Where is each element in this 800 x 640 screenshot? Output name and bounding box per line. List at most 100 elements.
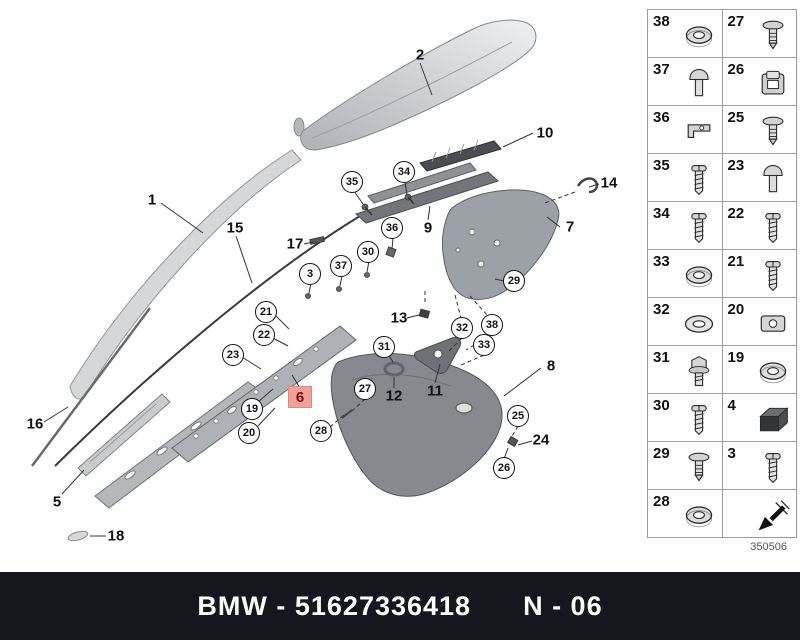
callout-25[interactable]: 25 — [507, 405, 529, 427]
legend-cell-4[interactable]: 4 — [722, 394, 797, 442]
legend-cell-37[interactable]: 37 — [648, 58, 723, 106]
legend-cell-number: 21 — [727, 253, 745, 270]
legend-cell-number: 34 — [653, 205, 670, 222]
legend-cell-33[interactable]: 33 — [648, 250, 723, 298]
callout-28[interactable]: 28 — [310, 420, 332, 442]
legend-cell-number: 37 — [653, 61, 670, 78]
legend-cell-35[interactable]: 35 — [648, 154, 723, 202]
legend-cell-number: 35 — [653, 157, 670, 174]
callout-3[interactable]: 3 — [299, 263, 321, 285]
callout-21[interactable]: 21 — [255, 301, 277, 323]
legend-cell-number: 26 — [727, 61, 745, 78]
tapping-screw-icon — [679, 402, 719, 438]
round-head-screw-icon — [753, 210, 793, 246]
callout-34[interactable]: 34 — [393, 161, 415, 183]
legend-cell-36[interactable]: 36 — [648, 106, 723, 154]
legend-cell-3[interactable]: 3 — [722, 442, 797, 490]
callout-6[interactable]: 6 — [288, 386, 312, 408]
callout-13[interactable]: 13 — [390, 309, 408, 327]
callout-18[interactable]: 18 — [107, 527, 125, 545]
callout-36[interactable]: 36 — [381, 217, 403, 239]
legend-cell-20[interactable]: 20 — [722, 298, 797, 346]
callout-9[interactable]: 9 — [423, 219, 433, 237]
legend-cell-21[interactable]: 21 — [722, 250, 797, 298]
legend-cell-number: 38 — [653, 13, 670, 30]
pan-head-screw-icon — [679, 162, 719, 198]
callout-32[interactable]: 32 — [451, 317, 473, 339]
direction-arrow-icon — [753, 498, 793, 534]
callout-17[interactable]: 17 — [286, 235, 304, 253]
legend-cell-number: 30 — [653, 397, 670, 414]
callout-14[interactable]: 14 — [600, 174, 618, 192]
legend-cell-38[interactable]: 38 — [648, 10, 723, 58]
legend-cell-28[interactable]: 28 — [648, 490, 723, 538]
legend-cell-22[interactable]: 22 — [722, 202, 797, 250]
legend-cell-25[interactable]: 25 — [722, 106, 797, 154]
part-seal-strip-16 — [30, 307, 152, 467]
callout-24[interactable]: 24 — [532, 431, 550, 449]
legend-cell-32[interactable]: 32 — [648, 298, 723, 346]
part-side-panel-7 — [442, 189, 560, 300]
sheet-number: 350506 — [750, 541, 787, 553]
speed-clip-icon — [679, 114, 719, 150]
legend-cell-number: 19 — [727, 349, 745, 366]
legend-cell-number: 33 — [653, 253, 670, 270]
leader-lines — [43, 62, 600, 542]
callout-15[interactable]: 15 — [226, 219, 244, 237]
callout-29[interactable]: 29 — [503, 270, 525, 292]
part-trim-9 — [355, 162, 499, 224]
legend-cell-29[interactable]: 29 — [648, 442, 723, 490]
callout-11[interactable]: 11 — [427, 382, 443, 400]
callout-26[interactable]: 26 — [493, 457, 515, 479]
expansion-rivet-icon — [753, 114, 793, 150]
legend-cell-number: 3 — [727, 445, 736, 462]
footer-page-ref: N - 06 — [523, 590, 603, 621]
callout-8[interactable]: 8 — [546, 357, 556, 375]
legend-cell-number: 22 — [727, 205, 745, 222]
legend-cell-number: 4 — [727, 397, 736, 414]
clip-plate-icon — [753, 306, 793, 342]
washer-icon — [679, 306, 719, 342]
part-strip-5 — [77, 393, 171, 477]
callout-38[interactable]: 38 — [481, 314, 503, 336]
callout-27[interactable]: 27 — [354, 378, 376, 400]
callout-10[interactable]: 10 — [536, 124, 554, 142]
legend-cell-26[interactable]: 26 — [722, 58, 797, 106]
legend-cell-30[interactable]: 30 — [648, 394, 723, 442]
part-main-rail-6 — [171, 325, 357, 463]
callout-22[interactable]: 22 — [253, 324, 275, 346]
callout-20[interactable]: 20 — [238, 422, 260, 444]
legend-cell-23[interactable]: 23 — [722, 154, 797, 202]
legend-cell-arrow[interactable] — [722, 490, 797, 538]
callout-37[interactable]: 37 — [330, 255, 352, 277]
legend-cell-number: 28 — [653, 493, 670, 510]
callout-23[interactable]: 23 — [222, 344, 244, 366]
callout-19[interactable]: 19 — [241, 398, 263, 420]
callout-35[interactable]: 35 — [341, 171, 363, 193]
blind-rivet-icon — [679, 66, 719, 102]
callout-12[interactable]: 12 — [385, 387, 403, 405]
part-upper-trim — [293, 19, 537, 151]
part-grille-10 — [419, 139, 502, 172]
callout-33[interactable]: 33 — [473, 334, 495, 356]
callout-16[interactable]: 16 — [26, 415, 44, 433]
callout-31[interactable]: 31 — [373, 336, 395, 358]
foam-pad-icon — [753, 402, 793, 438]
callout-2[interactable]: 2 — [415, 46, 425, 64]
callout-30[interactable]: 30 — [357, 241, 379, 263]
footer-bar: BMW - 51627336418 N - 06 — [0, 572, 800, 640]
grommet-icon — [679, 258, 719, 294]
legend-cell-number: 27 — [727, 13, 745, 30]
legend-cell-27[interactable]: 27 — [722, 10, 797, 58]
plastic-rivet-icon — [679, 450, 719, 486]
legend-cell-19[interactable]: 19 — [722, 346, 797, 394]
legend-cell-34[interactable]: 34 — [648, 202, 723, 250]
callout-5[interactable]: 5 — [52, 493, 62, 511]
torx-screw-icon — [753, 258, 793, 294]
callout-7[interactable]: 7 — [565, 218, 575, 236]
legend-cell-31[interactable]: 31 — [648, 346, 723, 394]
small-screw-icon — [753, 18, 793, 54]
torx-screw-icon — [753, 450, 793, 486]
callout-1[interactable]: 1 — [147, 191, 157, 209]
